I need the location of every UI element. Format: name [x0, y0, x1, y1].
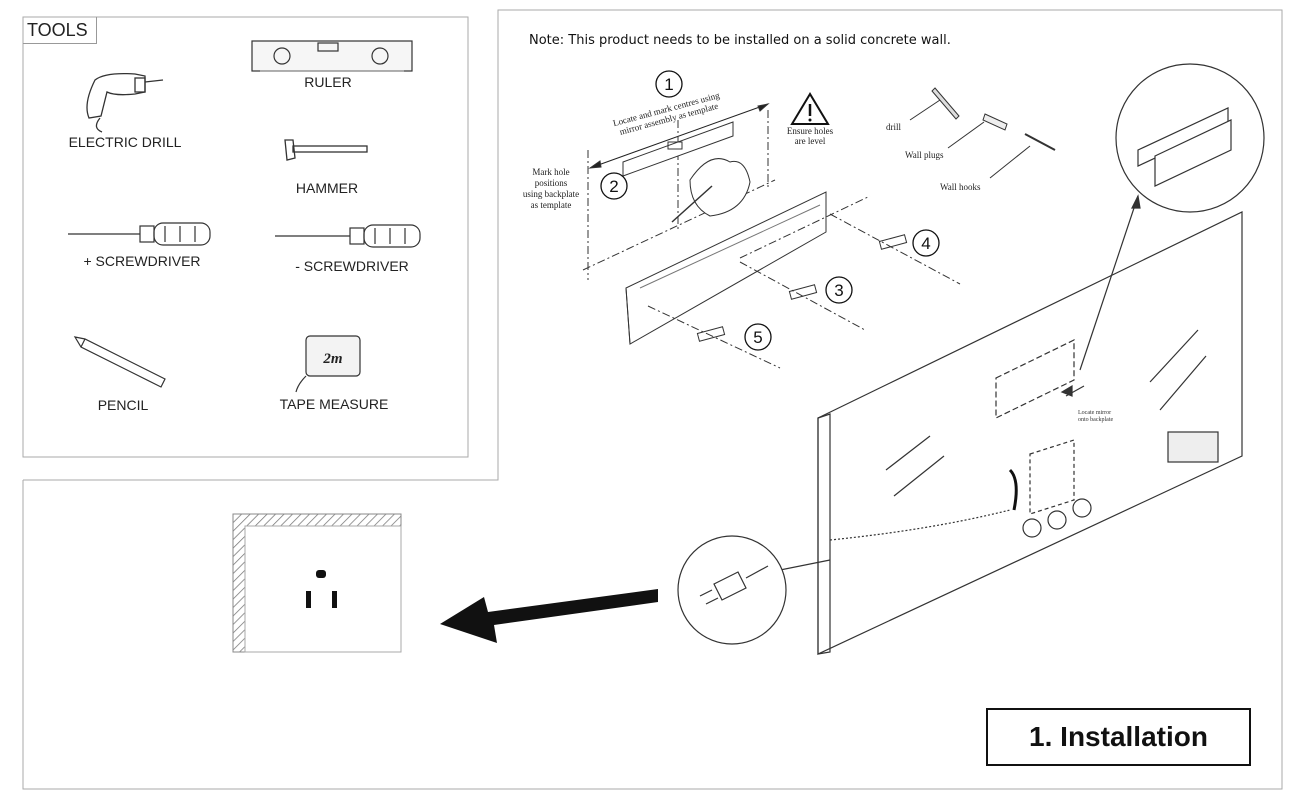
warning-icon	[790, 92, 830, 125]
warning-line2: are level	[795, 136, 826, 146]
backplate-detail-magnifier	[1115, 63, 1265, 213]
tape-measure-icon	[295, 335, 361, 393]
wall-hooks-legend: Wall hooks	[940, 182, 981, 192]
hammer-icon	[284, 139, 368, 161]
hardware-legend	[909, 87, 1056, 179]
plug-magnifier	[677, 535, 787, 645]
mark-line4: as template	[531, 200, 572, 210]
arrow-icon	[440, 589, 658, 643]
step-4-circle	[912, 229, 940, 257]
step-1-circle	[655, 70, 683, 98]
step-3-number: 3	[834, 281, 843, 300]
wall-outlet-icon	[232, 513, 402, 653]
step-4-number: 4	[921, 234, 930, 253]
step-5-circle	[744, 323, 772, 351]
pencil-icon	[73, 336, 166, 388]
plus-screwdriver-icon	[68, 222, 211, 246]
plus-screwdriver-label: + SCREWDRIVER	[83, 253, 200, 269]
tools-panel	[22, 16, 469, 458]
step-1-number: 1	[664, 75, 673, 94]
tape-measure-label: TAPE MEASURE	[280, 396, 389, 412]
step-2-circle	[600, 172, 628, 200]
mark-line3: using backplate	[523, 189, 579, 199]
warning-line1: Ensure holes	[787, 126, 834, 136]
hole-marking-diagram	[582, 103, 961, 369]
hammer-label: HAMMER	[296, 180, 358, 196]
electric-drill-label: ELECTRIC DRILL	[69, 134, 182, 150]
step-5-number: 5	[753, 328, 762, 347]
minus-screwdriver-icon	[275, 224, 421, 248]
mirror-illustration	[759, 194, 1243, 655]
tape-measure-mark: 2m	[322, 351, 342, 367]
ruler-icon	[251, 40, 413, 72]
minus-screwdriver-label: - SCREWDRIVER	[295, 258, 409, 274]
step-3-circle	[825, 276, 853, 304]
installation-panel	[22, 9, 1283, 790]
tools-heading: TOOLS	[23, 17, 97, 44]
mark-line1: Mark hole	[532, 167, 569, 177]
step-2-number: 2	[609, 177, 618, 196]
wall-plugs-legend: Wall plugs	[905, 150, 944, 160]
electric-drill-icon	[86, 72, 164, 133]
installation-title: 1. Installation	[986, 708, 1251, 766]
pencil-label: PENCIL	[98, 397, 149, 413]
installation-note: Note: This product needs to be installed…	[529, 33, 951, 48]
step-markers: 1 2 3 4 5 6	[600, 70, 1098, 409]
drill-legend: drill	[886, 122, 901, 132]
mark-line2: positions	[535, 178, 568, 188]
ruler-label: RULER	[304, 74, 351, 90]
